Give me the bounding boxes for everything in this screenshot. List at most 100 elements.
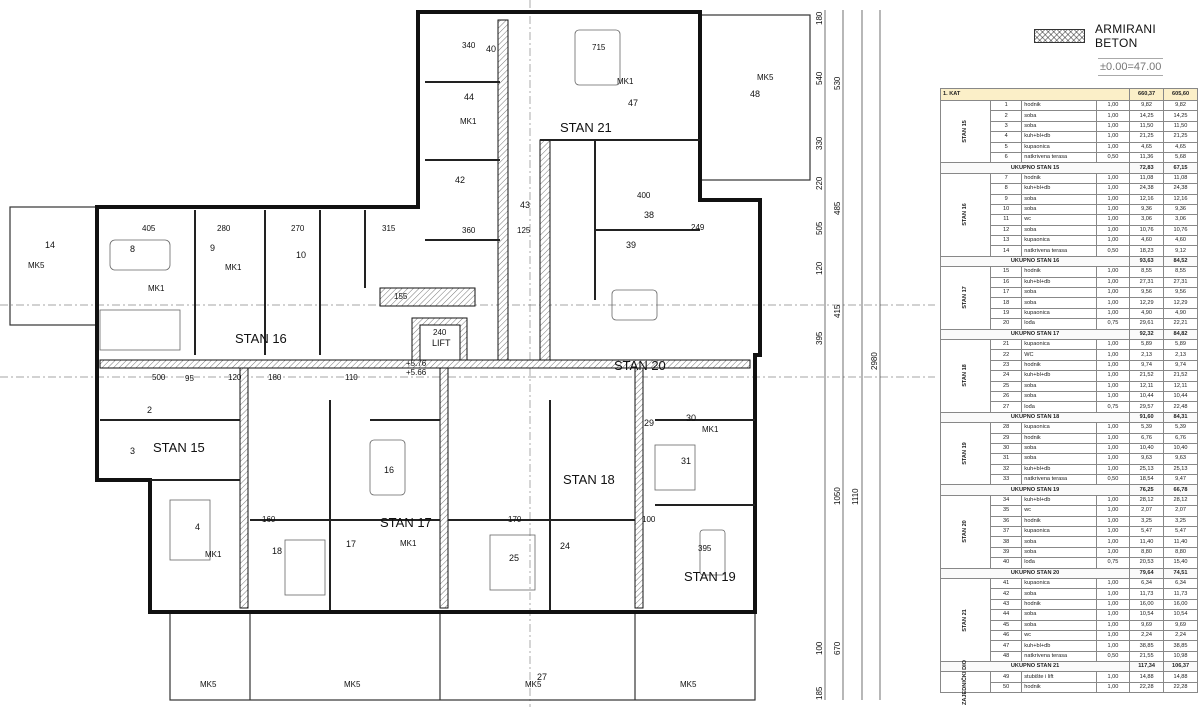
level-mark: +5.76 bbox=[406, 359, 427, 368]
coefficient: 1,00 bbox=[1095, 453, 1131, 465]
weighted-area: 11,73 bbox=[1163, 588, 1198, 600]
room-number: 50 bbox=[990, 681, 1023, 694]
coefficient: 1,00 bbox=[1095, 640, 1131, 652]
weighted-area: 14,25 bbox=[1163, 110, 1198, 122]
area: 10,40 bbox=[1129, 442, 1165, 455]
dimension: 485 bbox=[833, 201, 842, 215]
room-number: 39 bbox=[990, 546, 1023, 559]
coefficient: 1,00 bbox=[1095, 287, 1131, 299]
room-number: 34 bbox=[990, 494, 1023, 507]
coefficient: 1,00 bbox=[1095, 203, 1131, 216]
coefficient: 1,00 bbox=[1095, 307, 1131, 320]
room-name: natkrivena terasa bbox=[1021, 474, 1097, 486]
coefficient: 0,50 bbox=[1095, 245, 1131, 257]
room-number: 16 bbox=[990, 276, 1023, 289]
room-number: 29 bbox=[644, 418, 654, 428]
room-name: stubište i lift bbox=[1021, 671, 1097, 683]
area: 9,74 bbox=[1129, 359, 1165, 372]
room-number: 8 bbox=[990, 183, 1023, 195]
total-weighted-area: 84,82 bbox=[1163, 328, 1198, 341]
weighted-area: 3,25 bbox=[1163, 515, 1198, 528]
weighted-area: 11,40 bbox=[1163, 536, 1198, 548]
area: 2,07 bbox=[1129, 505, 1165, 517]
weighted-area: 5,39 bbox=[1163, 422, 1198, 434]
room-name: hodnik bbox=[1021, 598, 1097, 611]
weighted-area: 9,63 bbox=[1163, 453, 1198, 465]
room-number: 9 bbox=[990, 193, 1023, 205]
label-stan-17: STAN 17 bbox=[380, 515, 432, 530]
room-name: soba bbox=[1021, 380, 1097, 392]
label-stan-15: STAN 15 bbox=[153, 440, 205, 455]
tag-mk1: MK1 bbox=[702, 425, 719, 434]
room-number: 2 bbox=[147, 405, 152, 415]
room-number: 14 bbox=[990, 245, 1023, 257]
room-number: 47 bbox=[628, 98, 638, 108]
room-number: 35 bbox=[990, 505, 1023, 517]
total-label: UKUPNO STAN 15 bbox=[939, 162, 1131, 174]
room-name: soba bbox=[1021, 546, 1097, 559]
apartment-name-cell: STAN 20 bbox=[939, 494, 992, 569]
area: 6,76 bbox=[1129, 432, 1165, 444]
total-weighted-area: 74,51 bbox=[1163, 567, 1198, 579]
area: 11,36 bbox=[1129, 151, 1165, 164]
room-name: soba bbox=[1021, 120, 1097, 133]
dimension: 180 bbox=[268, 373, 282, 382]
area: 29,61 bbox=[1129, 318, 1165, 330]
coefficient: 1,00 bbox=[1095, 338, 1131, 351]
weighted-area: 11,50 bbox=[1163, 120, 1198, 133]
weighted-area: 10,98 bbox=[1163, 650, 1198, 663]
legend: ARMIRANI BETON bbox=[1034, 22, 1200, 50]
room-number: 8 bbox=[130, 244, 135, 254]
area: 5,89 bbox=[1129, 338, 1165, 351]
floor-total-area: 660,37 bbox=[1129, 88, 1165, 101]
dimension: 670 bbox=[833, 641, 842, 655]
area: 11,73 bbox=[1129, 588, 1165, 600]
room-number: 44 bbox=[464, 92, 474, 102]
room-name: kupaonica bbox=[1021, 235, 1097, 247]
coefficient: 1,00 bbox=[1095, 235, 1131, 247]
room-name: lođa bbox=[1021, 557, 1097, 569]
area: 10,44 bbox=[1129, 390, 1165, 403]
dimension: 360 bbox=[462, 226, 476, 235]
room-number: 21 bbox=[990, 338, 1023, 351]
dimension: 340 bbox=[462, 41, 476, 50]
dimension: 249 bbox=[691, 223, 705, 232]
coefficient: 1,00 bbox=[1095, 370, 1131, 382]
area: 21,52 bbox=[1129, 370, 1165, 382]
room-number: 10 bbox=[990, 203, 1023, 216]
area: 22,28 bbox=[1129, 681, 1165, 694]
weighted-area: 4,60 bbox=[1163, 235, 1198, 247]
room-number: 48 bbox=[750, 89, 760, 99]
room-number: 49 bbox=[990, 671, 1023, 683]
room-name: hodnik bbox=[1021, 515, 1097, 528]
furniture bbox=[99, 29, 726, 596]
room-number: 37 bbox=[990, 525, 1023, 538]
coefficient: 1,00 bbox=[1095, 598, 1131, 611]
dimension-labels: 715 340 405 280 270 315 360 125 400 249 … bbox=[142, 41, 712, 553]
weighted-area: 2,13 bbox=[1163, 349, 1198, 361]
dimension: 180 bbox=[815, 11, 824, 25]
room-number: 33 bbox=[990, 474, 1023, 486]
area: 9,69 bbox=[1129, 619, 1165, 631]
dimension: 395 bbox=[815, 331, 824, 345]
label-stan-18: STAN 18 bbox=[563, 472, 615, 487]
room-number: 3 bbox=[130, 446, 135, 456]
room-number: 47 bbox=[990, 640, 1023, 652]
apartment-name-cell: ZAJEDNIČKI DIO bbox=[939, 660, 992, 705]
apartment-name-cell: STAN 19 bbox=[939, 422, 992, 486]
level-reference: ±0.00=47.00 bbox=[1098, 58, 1164, 76]
dimension: 160 bbox=[262, 515, 276, 524]
room-number: 43 bbox=[990, 598, 1023, 611]
weighted-area: 9,36 bbox=[1163, 203, 1198, 216]
apartment-name-cell: STAN 18 bbox=[939, 338, 992, 413]
room-name: hodnik bbox=[1021, 432, 1097, 444]
room-number: 42 bbox=[455, 175, 465, 185]
